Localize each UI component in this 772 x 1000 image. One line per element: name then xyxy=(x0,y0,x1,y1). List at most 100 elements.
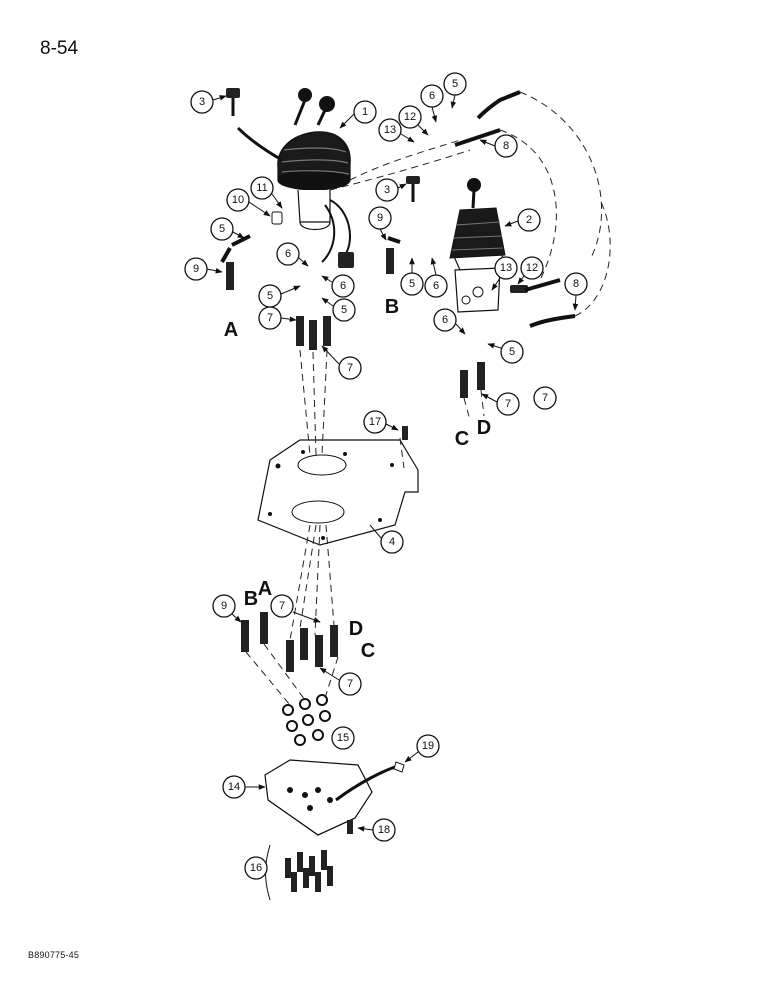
svg-text:19: 19 xyxy=(422,740,434,752)
svg-text:8: 8 xyxy=(503,140,509,152)
callout-5: 5 xyxy=(400,272,424,296)
callout-12: 12 xyxy=(398,105,422,129)
callout-13: 13 xyxy=(378,118,402,142)
callout-8: 8 xyxy=(564,272,588,296)
callout-5: 5 xyxy=(443,72,467,96)
svg-text:7: 7 xyxy=(505,398,511,410)
callout-5: 5 xyxy=(332,298,356,322)
connection-lines xyxy=(245,91,611,706)
callout-7: 7 xyxy=(338,356,362,380)
left-joystick-control xyxy=(236,88,354,268)
svg-text:B: B xyxy=(244,588,258,610)
callout-14: 14 xyxy=(222,775,246,799)
svg-text:17: 17 xyxy=(369,416,381,428)
svg-text:12: 12 xyxy=(404,111,416,123)
svg-text:7: 7 xyxy=(347,362,353,374)
svg-text:5: 5 xyxy=(509,346,515,358)
fitting-box xyxy=(264,759,405,836)
svg-text:B: B xyxy=(385,296,399,318)
callout-2: 2 xyxy=(517,208,541,232)
callout-13: 13 xyxy=(494,256,518,280)
svg-text:14: 14 xyxy=(228,781,240,793)
svg-text:13: 13 xyxy=(500,262,512,274)
port-label-c: C xyxy=(361,640,375,662)
svg-text:D: D xyxy=(477,417,491,439)
svg-text:9: 9 xyxy=(221,600,227,612)
svg-text:6: 6 xyxy=(285,248,291,260)
callout-7: 7 xyxy=(258,306,282,330)
callout-7: 7 xyxy=(533,386,557,410)
callouts: 1 2 3 3 4 5 5 5 5 5 5 6 6 6 6 6 7 7 7 xyxy=(184,72,588,880)
callout-7: 7 xyxy=(270,594,294,618)
svg-text:6: 6 xyxy=(442,314,448,326)
callout-9: 9 xyxy=(212,594,236,618)
right-joystick-control xyxy=(449,178,509,313)
port-label-d: D xyxy=(477,417,491,439)
svg-text:5: 5 xyxy=(341,304,347,316)
svg-text:18: 18 xyxy=(378,824,390,836)
callout-19: 19 xyxy=(416,734,440,758)
svg-text:A: A xyxy=(258,578,272,600)
svg-text:5: 5 xyxy=(409,278,415,290)
svg-text:5: 5 xyxy=(267,290,273,302)
svg-text:C: C xyxy=(455,428,469,450)
svg-text:15: 15 xyxy=(337,732,349,744)
port-label-d: D xyxy=(349,618,363,640)
figure-code: B890775-45 xyxy=(28,950,80,960)
callout-5: 5 xyxy=(500,340,524,364)
page-number: 8-54 xyxy=(40,38,79,59)
port-labels: A B C D A B C D xyxy=(224,296,491,662)
callout-5: 5 xyxy=(210,217,234,241)
port-label-a: A xyxy=(258,578,272,600)
svg-text:16: 16 xyxy=(250,862,262,874)
svg-text:10: 10 xyxy=(232,194,244,206)
callout-9: 9 xyxy=(368,206,392,230)
callout-6: 6 xyxy=(331,274,355,298)
svg-text:6: 6 xyxy=(340,280,346,292)
svg-text:13: 13 xyxy=(384,124,396,136)
fitting-group-lower xyxy=(241,612,338,672)
callout-6: 6 xyxy=(424,274,448,298)
callout-18: 18 xyxy=(372,818,396,842)
callout-10: 10 xyxy=(226,188,250,212)
svg-text:7: 7 xyxy=(347,678,353,690)
port-label-a: A xyxy=(224,319,238,341)
callout-17: 17 xyxy=(363,410,387,434)
svg-text:9: 9 xyxy=(193,263,199,275)
svg-text:8: 8 xyxy=(573,278,579,290)
port-label-b: B xyxy=(244,588,258,610)
svg-text:3: 3 xyxy=(384,184,390,196)
callout-3: 3 xyxy=(190,90,214,114)
callout-6: 6 xyxy=(276,242,300,266)
callout-15: 15 xyxy=(331,726,355,750)
svg-text:4: 4 xyxy=(389,536,395,548)
mounting-plate xyxy=(257,439,419,546)
port-label-b: B xyxy=(385,296,399,318)
fitting-group-upper xyxy=(220,88,576,398)
svg-text:2: 2 xyxy=(526,214,532,226)
svg-text:D: D xyxy=(349,618,363,640)
callout-11: 11 xyxy=(250,176,274,200)
callout-4: 4 xyxy=(380,530,404,554)
svg-text:3: 3 xyxy=(199,96,205,108)
svg-text:C: C xyxy=(361,640,375,662)
callout-6: 6 xyxy=(420,84,444,108)
svg-text:7: 7 xyxy=(542,392,548,404)
callout-6: 6 xyxy=(433,308,457,332)
svg-text:1: 1 xyxy=(362,106,368,118)
callout-7: 7 xyxy=(338,672,362,696)
svg-text:12: 12 xyxy=(526,262,538,274)
port-label-c: C xyxy=(455,428,469,450)
callout-5: 5 xyxy=(258,284,282,308)
callout-12: 12 xyxy=(520,256,544,280)
svg-text:7: 7 xyxy=(267,312,273,324)
callout-1: 1 xyxy=(353,100,377,124)
callout-7: 7 xyxy=(496,392,520,416)
svg-text:7: 7 xyxy=(279,600,285,612)
callout-9: 9 xyxy=(184,257,208,281)
svg-text:5: 5 xyxy=(219,223,225,235)
callout-16: 16 xyxy=(244,856,268,880)
svg-text:6: 6 xyxy=(429,90,435,102)
callout-8: 8 xyxy=(494,134,518,158)
